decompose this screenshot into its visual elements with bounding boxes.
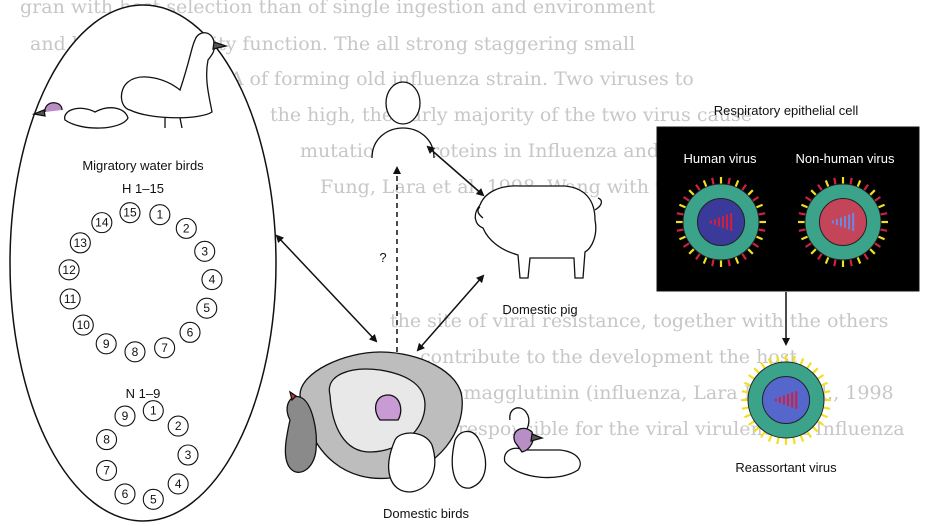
svg-text:1: 1 <box>157 208 164 222</box>
svg-text:3: 3 <box>185 448 192 462</box>
n-subtype-circle: 1 <box>143 401 163 421</box>
svg-text:7: 7 <box>103 463 110 477</box>
reassortant-label: Reassortant virus <box>735 460 837 475</box>
h-subtypes-label: H 1–15 <box>122 181 164 196</box>
pig-icon <box>475 186 601 278</box>
water-birds-label: Migratory water birds <box>82 158 204 173</box>
h-subtype-circle: 8 <box>125 342 145 362</box>
cell-title: Respiratory epithelial cell <box>714 103 859 118</box>
n-subtype-circle: 6 <box>115 484 135 504</box>
h-subtype-circle: 2 <box>176 218 196 238</box>
svg-text:11: 11 <box>64 292 77 306</box>
human-icon <box>372 82 434 158</box>
svg-text:7: 7 <box>161 341 168 355</box>
svg-text:6: 6 <box>122 487 129 501</box>
human-virus-particle <box>676 177 766 267</box>
n-subtype-circle: 9 <box>115 406 135 426</box>
svg-text:5: 5 <box>203 301 210 315</box>
svg-text:1: 1 <box>150 404 157 418</box>
n-subtypes-label: N 1–9 <box>126 386 161 401</box>
svg-text:15: 15 <box>123 206 137 220</box>
h-subtype-circle: 1 <box>150 205 170 225</box>
svg-text:12: 12 <box>62 263 76 277</box>
h-subtype-circle: 14 <box>92 213 112 233</box>
svg-text:9: 9 <box>103 337 110 351</box>
arrow-pig-domestic <box>418 276 483 350</box>
h-subtype-circle: 4 <box>202 270 222 290</box>
h-subtype-circle: 12 <box>59 260 79 280</box>
h-subtype-circle: 5 <box>197 298 217 318</box>
domestic-birds-label: Domestic birds <box>383 506 469 521</box>
svg-text:13: 13 <box>74 236 88 250</box>
svg-text:2: 2 <box>175 419 182 433</box>
arrow-waterbirds-domestic <box>277 236 376 341</box>
svg-text:10: 10 <box>77 318 91 332</box>
svg-text:5: 5 <box>150 492 157 506</box>
h-subtype-circle: 15 <box>120 203 140 223</box>
nonhuman-virus-label: Non-human virus <box>796 151 895 166</box>
n-subtype-circle: 8 <box>97 430 117 450</box>
nonhuman-virus-particle <box>798 177 888 267</box>
svg-text:3: 3 <box>201 244 208 258</box>
domestic-birds-icon <box>285 352 580 492</box>
h-subtype-circle: 13 <box>70 233 90 253</box>
svg-text:2: 2 <box>183 221 190 235</box>
svg-text:8: 8 <box>103 433 110 447</box>
reassortant-virus-particle <box>741 355 831 445</box>
h-subtype-circle: 9 <box>96 334 116 354</box>
h-subtype-circle: 10 <box>73 315 93 335</box>
n-subtype-circle: 3 <box>178 445 198 465</box>
svg-text:9: 9 <box>122 409 129 423</box>
h-subtype-circle: 3 <box>195 241 215 261</box>
svg-text:6: 6 <box>187 325 194 339</box>
n-subtype-circle: 4 <box>168 474 188 494</box>
arrow-human-pig <box>428 147 483 195</box>
n-subtype-circle: 2 <box>168 416 188 436</box>
pig-label: Domestic pig <box>502 302 577 317</box>
n-subtype-circle: 7 <box>97 460 117 480</box>
question-mark: ? <box>379 250 386 265</box>
n-subtype-circle: 5 <box>143 489 163 509</box>
h-subtype-circle: 11 <box>60 289 80 309</box>
h-subtype-circle: 6 <box>180 322 200 342</box>
svg-text:4: 4 <box>175 477 182 491</box>
h-subtype-circle: 7 <box>155 338 175 358</box>
svg-text:14: 14 <box>95 216 109 230</box>
svg-text:4: 4 <box>209 273 216 287</box>
human-virus-label: Human virus <box>684 151 757 166</box>
svg-text:8: 8 <box>132 345 139 359</box>
